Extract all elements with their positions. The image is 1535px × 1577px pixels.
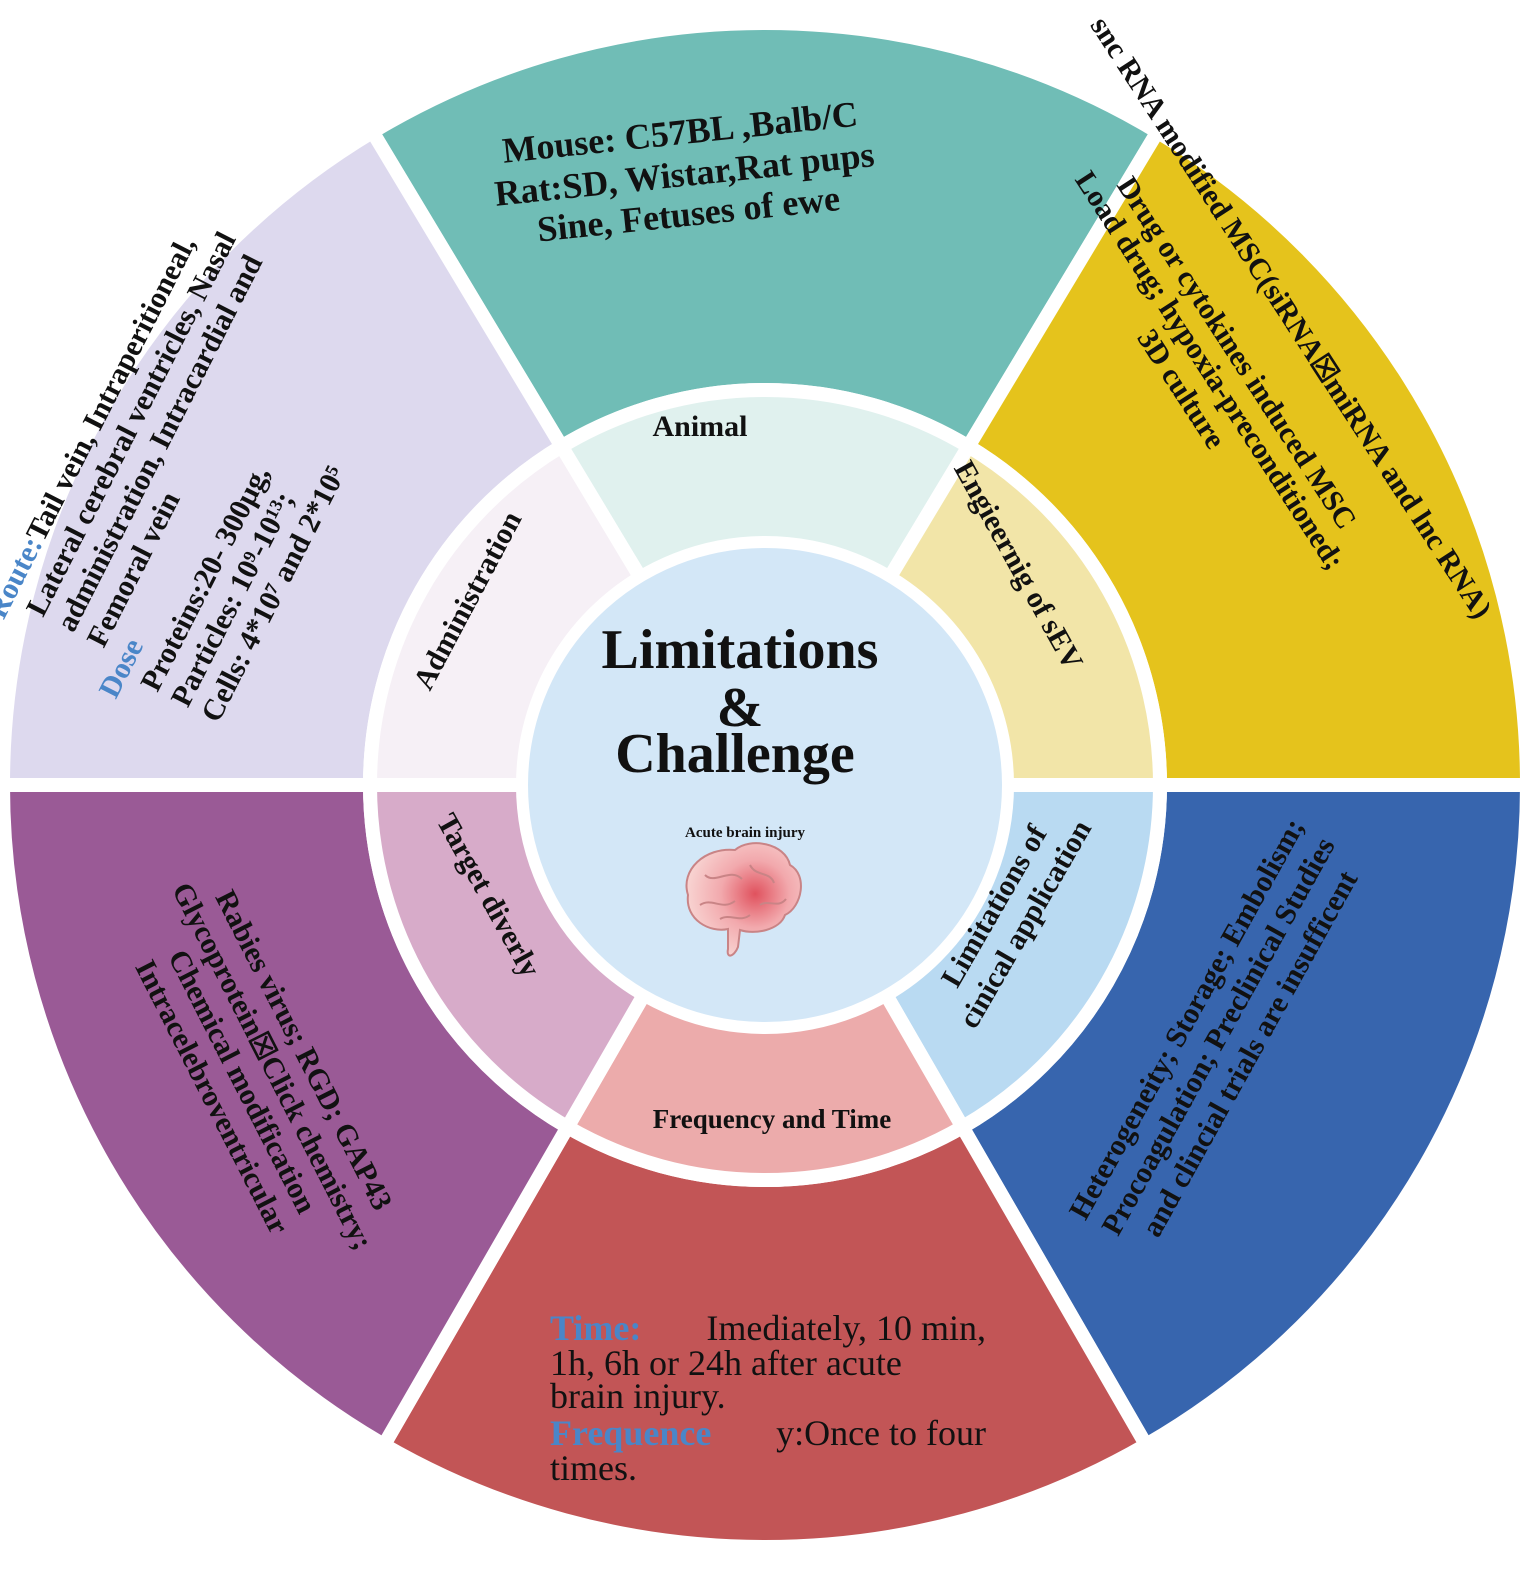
frequence-text: y:Once to four [776,1413,986,1453]
frequence-text-2: times. [550,1448,637,1488]
time-label: Time: [550,1308,641,1348]
brain-icon [685,842,802,957]
label-frequency: Frequency and Time [653,1104,892,1134]
time-text-3: brain injury. [550,1376,726,1416]
center-subtitle: Acute brain injury [685,825,806,841]
time-line-1: Time: [550,1308,641,1348]
center-title-line1: Limitations [602,619,879,681]
frequence-label: Frequence [550,1413,711,1453]
frequency-text-block: Time: Imediately, 10 min, 1h, 6h or 24h … [550,1308,986,1488]
label-animal: Animal [652,410,747,443]
ring-sectors [0,16,1535,1554]
animal-text-block: Mouse: C57BL ,Balb/C Rat:SD, Wistar,Rat … [493,94,877,250]
center-title-line2: & [717,677,764,739]
center-circle [516,536,1014,1034]
center-title-line3: Challenge [615,723,855,785]
time-text-1: Imediately, 10 min, [706,1308,986,1348]
time-text-2: 1h, 6h or 24h after acute [550,1343,902,1383]
